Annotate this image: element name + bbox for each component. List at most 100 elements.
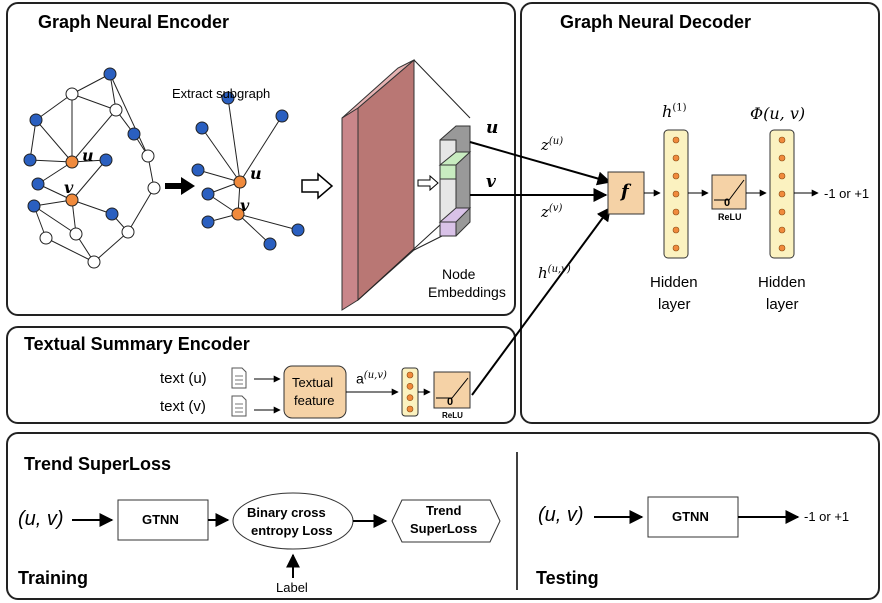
graph-node [121,225,135,239]
trend-title: Trend SuperLoss [24,454,172,474]
superloss-line2: SuperLoss [410,521,478,536]
subgraph-node [263,237,277,251]
graph-edge [71,199,113,215]
f-label: f [621,181,629,202]
neuron-dot [406,383,414,390]
graph-node [147,181,161,195]
subgraph-edge [227,97,241,183]
graph-node-u-label: u [82,146,94,165]
hidden2-line2: layer [766,296,799,313]
hollow-arrow [301,172,334,200]
training-gtnn-label: GTNN [142,512,179,527]
subgraph-node-u-label: u [250,164,262,183]
graph-node [65,87,79,101]
full-graph-nodes [23,67,161,269]
neuron-dot [672,208,680,216]
decoder-relu-zero: 0 [724,197,731,209]
neuron-dot [778,154,786,162]
testing-label: Testing [536,568,599,588]
node-embeddings-label-1: Node [442,266,476,282]
testing-output-label: -1 or +1 [804,509,850,524]
graph-edge [35,119,73,163]
neuron-dot [406,371,414,379]
z-u-label: z(u) [541,136,564,154]
text-relu [433,371,471,409]
hidden1-line1: Hidden [650,274,698,291]
subgraph-node [191,163,205,177]
subgraph-node [233,175,247,189]
graph-edge [93,231,129,263]
textual-panel [6,326,516,424]
graph-node [23,153,37,167]
textual-feature-box [283,365,347,419]
graph-node [69,227,83,241]
subgraph-node [201,187,215,201]
graph-edge [71,159,107,201]
h1-label: h(1) [662,102,687,121]
hidden1-line2: layer [658,296,691,313]
phi-label: Φ(u, v) [750,104,806,123]
training-label: Training [18,568,89,588]
encoder-title: Graph Neural Encoder [38,12,230,32]
neuron-dot [778,244,786,252]
neuron-dot [672,154,680,162]
graph-node [99,153,113,167]
superloss-line1: Trend [426,503,462,518]
decoder-relu-label: ReLU [718,212,742,222]
graph-edge [127,187,155,233]
graph-edge [29,159,73,163]
text-vector [401,367,419,417]
graph-node-v-label: v [64,178,74,197]
neuron-dot [672,172,680,180]
subgraph-edge [237,213,271,245]
graph-edge [45,237,95,263]
neuron-dot [672,244,680,252]
h-uv-label: h(u,v) [538,264,571,282]
subgraph-node [291,223,305,237]
hidden-layer-1 [663,129,689,259]
graph-node [109,103,123,117]
subgraph-nodes [191,91,305,251]
neuron-dot [778,172,786,180]
subgraph-node [201,215,215,229]
decoder-output: -1 or +1 [824,186,870,201]
graph-node [105,207,119,221]
graph-edge [109,73,149,157]
graph-edge [71,93,117,111]
bce-line2: entropy Loss [251,523,333,538]
decoder-panel [520,2,880,424]
neuron-dot [778,190,786,198]
testing-gtnn-label: GTNN [672,509,709,524]
neuron-dot [406,405,414,413]
a-uv-label: a(u,v) [356,370,387,387]
graph-edge [37,161,73,185]
text-doc-v-icon [231,395,247,417]
hidden-layer-2 [769,129,795,259]
embedding-v-label: v [486,172,496,192]
neuron-dot [672,226,680,234]
graph-node [127,127,141,141]
decoder-title: Graph Neural Decoder [560,12,752,32]
subgraph-edge [237,213,299,231]
graph-node [39,231,53,245]
decoder-relu [711,174,747,210]
graph-edge [33,205,77,235]
embedding-u-label: u [486,118,499,138]
neuron-dot [778,226,786,234]
zu-arrow [469,141,612,186]
neuron-dot [778,136,786,144]
superloss-hexagon [391,499,501,543]
subgraph-node [231,207,245,221]
text-v-label: text (v) [160,398,206,415]
subgraph-edge [239,115,283,183]
graph-node [27,199,41,213]
subgraph-edge [201,127,241,183]
label-text: Label [276,580,308,595]
neuron-dot [672,136,680,144]
graph-node [31,177,45,191]
node-embeddings [417,125,472,237]
training-input-label: (u, v) [18,508,64,530]
testing-input-label: (u, v) [538,504,584,526]
